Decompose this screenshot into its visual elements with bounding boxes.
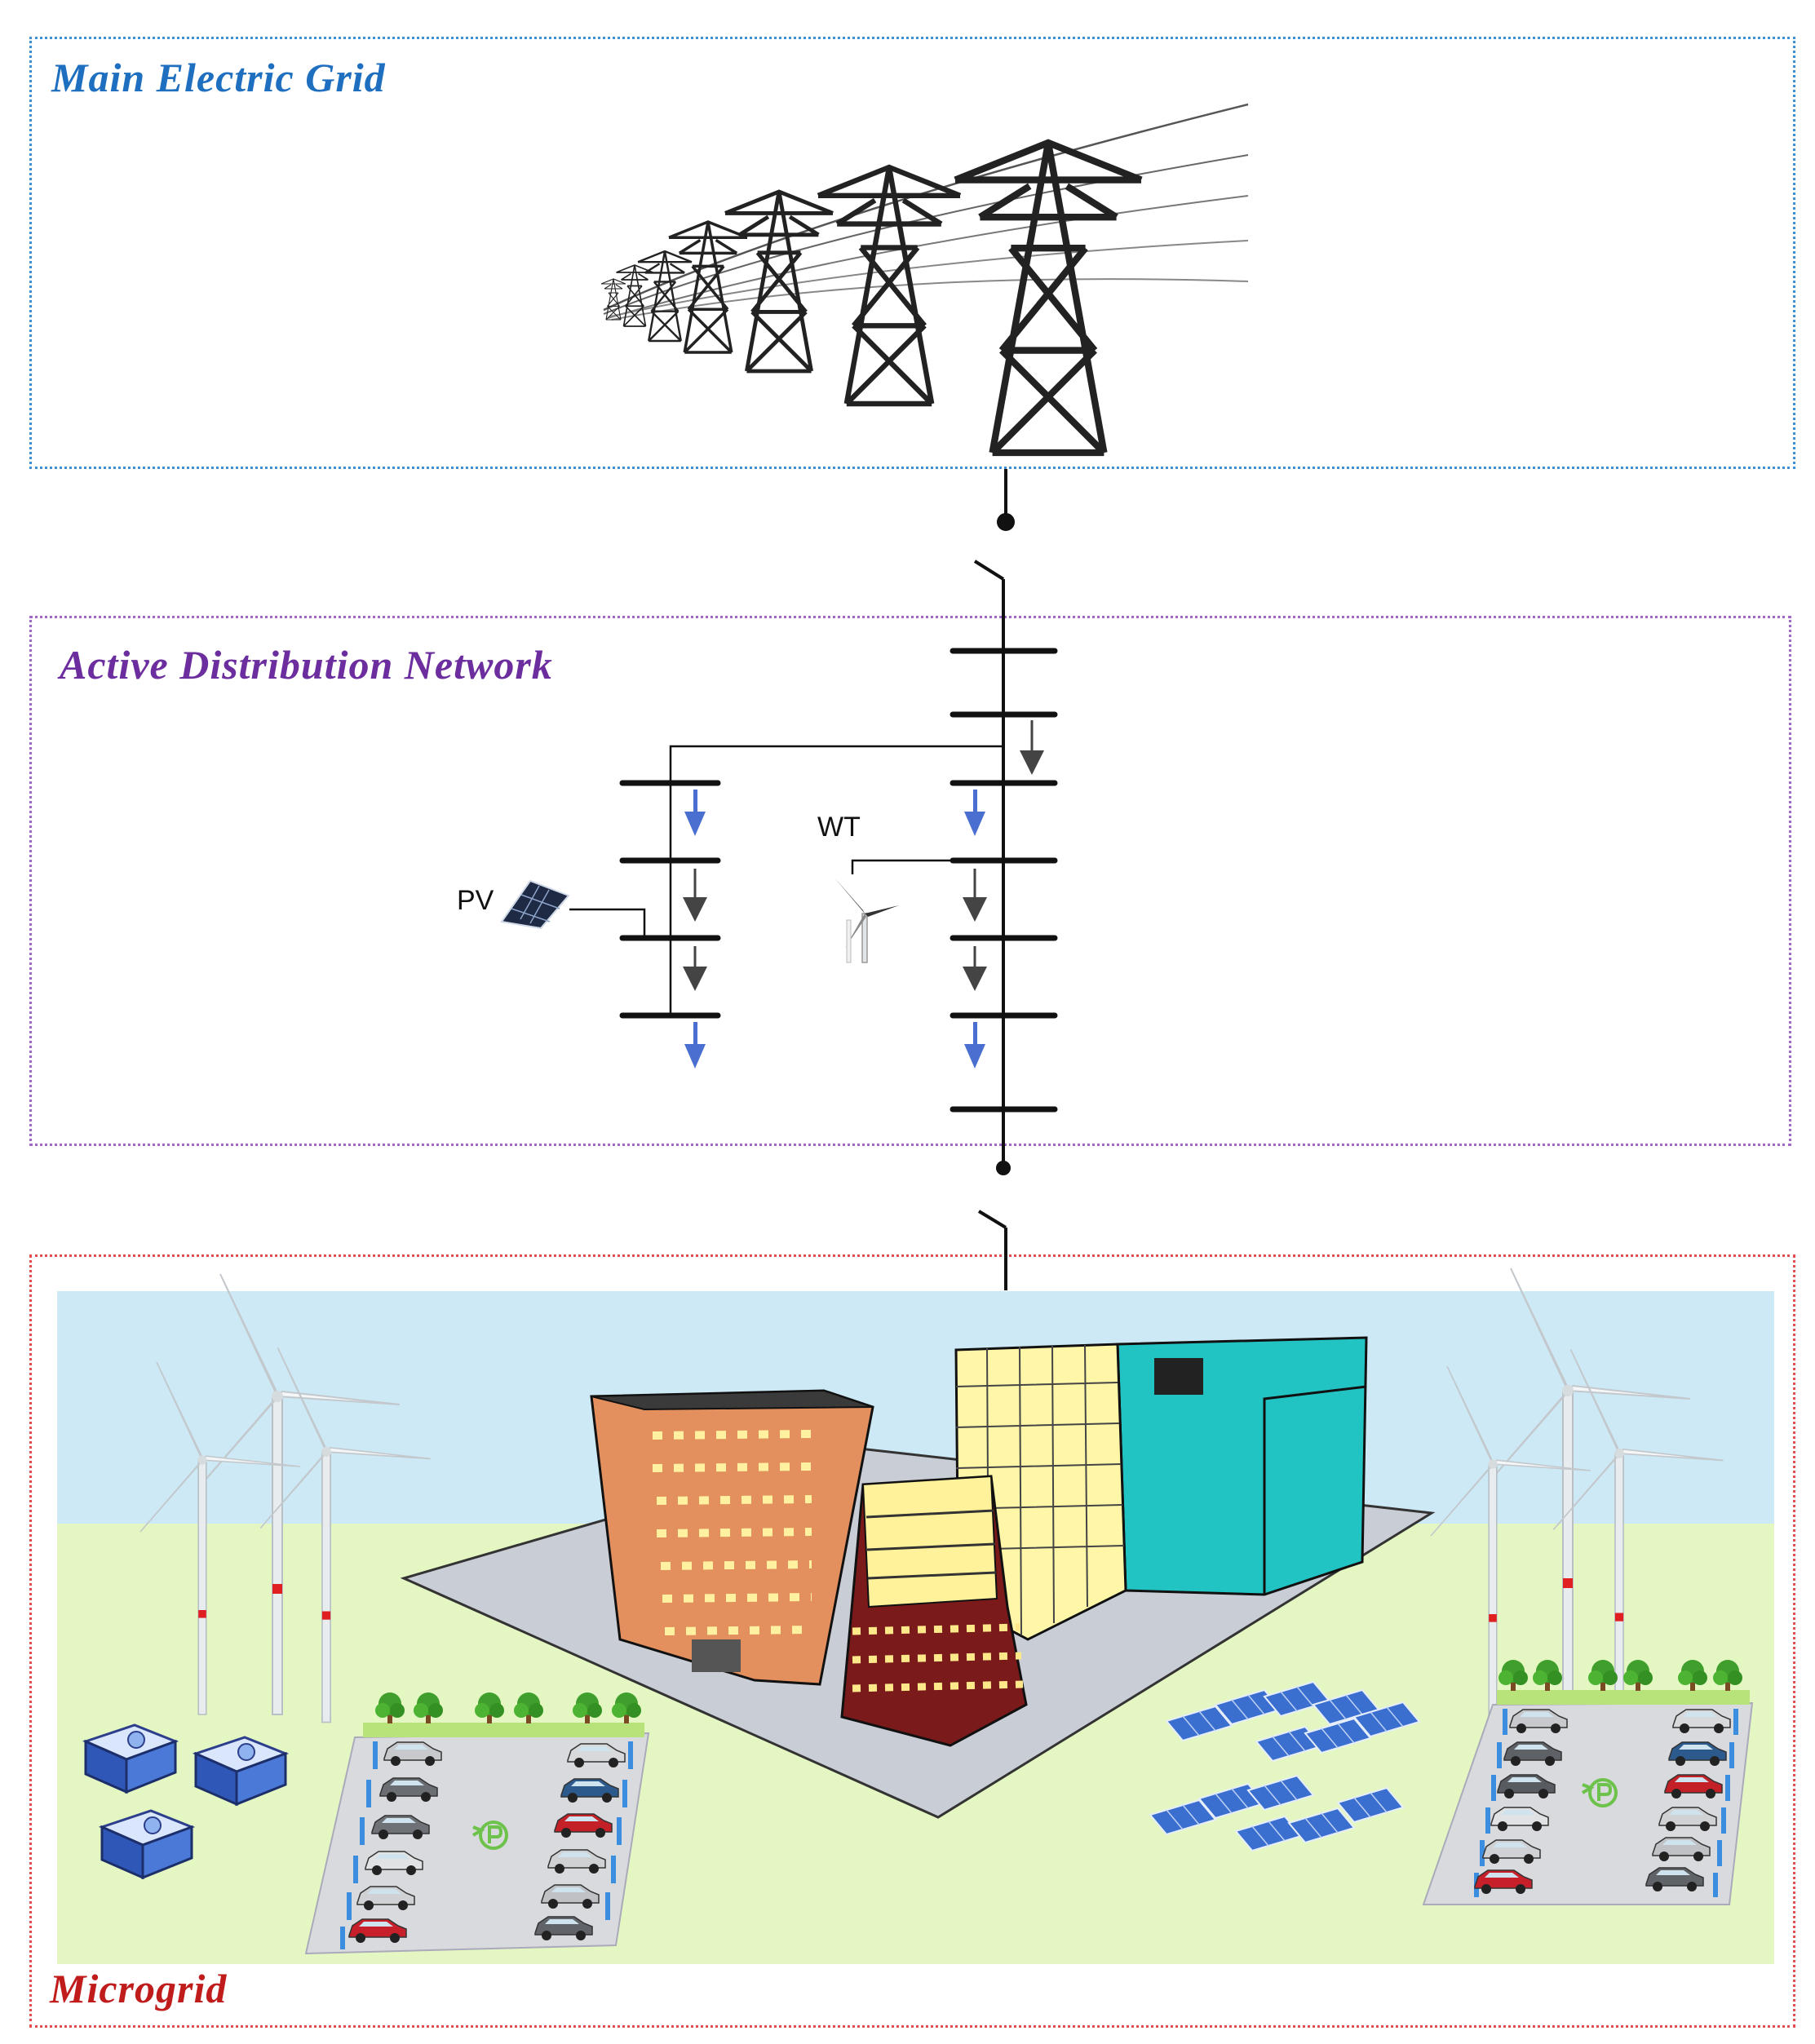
adn-buses bbox=[619, 648, 1058, 1113]
wt-label: WT bbox=[817, 812, 861, 843]
adn-title: Active Distribution Network bbox=[60, 642, 553, 688]
main-grid-title: Main Electric Grid bbox=[51, 55, 386, 100]
adn-microgrid-switch bbox=[977, 1210, 1007, 1290]
building-red bbox=[840, 1475, 1028, 1747]
adn-flow-arrows-blue bbox=[684, 790, 985, 1068]
adn-panel: Active Distribution Network bbox=[29, 616, 1791, 1146]
microgrid-panel: Microgrid bbox=[29, 1254, 1795, 2028]
microgrid-title: Microgrid bbox=[50, 1966, 228, 2011]
adn-feeder-lines bbox=[569, 745, 1003, 1015]
parking-lot-left bbox=[304, 1692, 650, 1955]
wt-turbine-icon bbox=[834, 877, 899, 963]
parking-lot-right bbox=[1422, 1660, 1754, 1905]
main-grid-panel: Main Electric Grid bbox=[29, 37, 1795, 469]
adn-flow-arrows-black bbox=[683, 720, 1044, 991]
switch-node bbox=[996, 1161, 1011, 1175]
pv-panel-icon bbox=[500, 879, 570, 930]
building-orange bbox=[590, 1389, 874, 1686]
ev-charging-icon bbox=[471, 1821, 508, 1850]
building-cyan bbox=[1116, 1336, 1368, 1596]
microgrid-scene bbox=[57, 1268, 1774, 1964]
ev-charging-icon-right bbox=[1581, 1778, 1618, 1807]
transmission-towers bbox=[600, 103, 1249, 453]
grid-connection bbox=[973, 469, 1015, 1168]
pv-label: PV bbox=[457, 885, 494, 916]
